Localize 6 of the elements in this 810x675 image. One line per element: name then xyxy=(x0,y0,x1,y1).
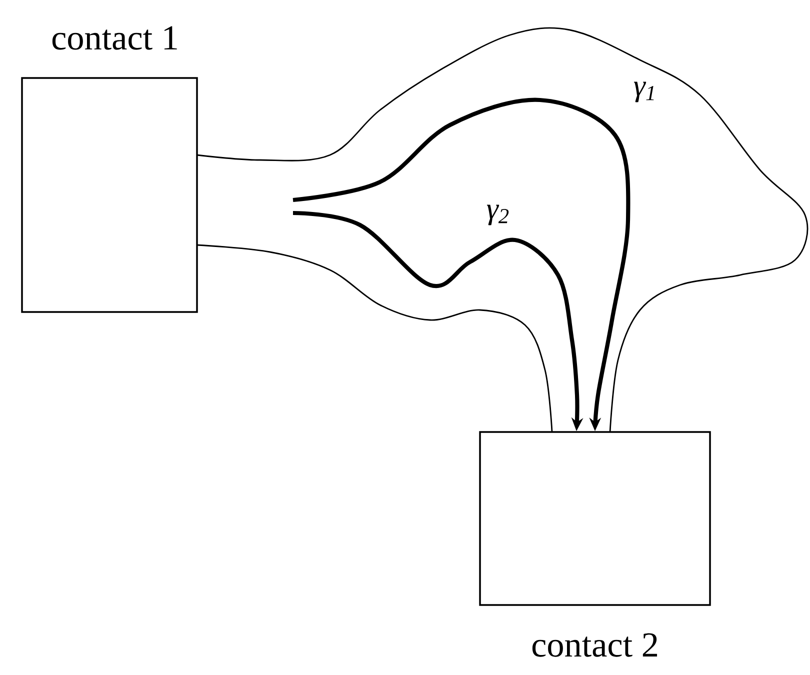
edge-label: γ$_{2}$ xyxy=(486,204,509,226)
contact-box: contact 2 xyxy=(479,431,711,657)
node-label: contact 1 xyxy=(52,26,177,50)
node-label: contact 2 xyxy=(532,633,658,657)
edge-label: γ$_{1}$ xyxy=(634,82,654,102)
contact-box: contact 1 xyxy=(21,26,198,313)
